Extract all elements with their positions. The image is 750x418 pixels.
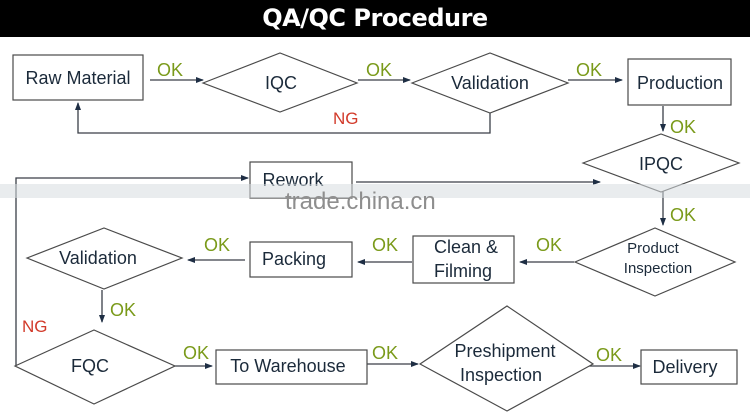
node-preshipment-label-2: Inspection — [460, 365, 542, 385]
edge-fqc-ng-to-rework — [15, 175, 249, 366]
node-preshipment-label-1: Preshipment — [454, 341, 555, 361]
node-clean-filming-label-1: Clean & — [434, 237, 498, 257]
node-iqc-label: IQC — [265, 73, 297, 93]
label-ok-raw-iqc: OK — [157, 60, 183, 80]
node-validation-2 — [25, 227, 184, 290]
node-validation-2-label: Validation — [59, 248, 137, 268]
node-iqc — [201, 52, 359, 113]
watermark-text: trade.china.cn — [285, 188, 436, 215]
label-ok-inspection-clean: OK — [536, 235, 562, 255]
node-delivery-label: Delivery — [652, 357, 717, 377]
node-product-inspection-label-1: Product — [627, 240, 680, 257]
node-fqc — [13, 329, 177, 405]
node-fqc-label: FQC — [71, 356, 109, 376]
page-title: QA/QC Procedure — [262, 4, 488, 32]
label-ok-ipqc-inspection: OK — [670, 205, 696, 225]
node-validation-1-label: Validation — [451, 73, 529, 93]
node-production-label: Production — [637, 73, 723, 93]
node-raw-material-label: Raw Material — [25, 68, 130, 88]
node-ipqc-label: IPQC — [639, 154, 683, 174]
node-clean-filming-label-2: Filming — [434, 261, 492, 281]
label-ok-iqc-validation: OK — [366, 60, 392, 80]
node-clean-filming — [412, 235, 515, 284]
watermark-band — [0, 184, 750, 198]
label-ok-validation-fqc: OK — [110, 300, 136, 320]
label-ok-preshipment-delivery: OK — [596, 345, 622, 365]
label-ok-production-ipqc: OK — [670, 117, 696, 137]
label-ok-clean-packing: OK — [372, 235, 398, 255]
label-ok-fqc-warehouse: OK — [183, 343, 209, 363]
node-to-warehouse — [215, 349, 368, 385]
node-packing-label: Packing — [262, 249, 326, 269]
node-delivery — [640, 349, 738, 385]
label-ok-packing-validation: OK — [204, 235, 230, 255]
node-to-warehouse-label: To Warehouse — [230, 356, 345, 376]
edge-validation-ng-to-raw — [75, 102, 491, 134]
node-preshipment-inspection — [418, 305, 595, 412]
node-validation-1 — [410, 52, 570, 114]
node-raw-material — [12, 54, 144, 101]
label-ng-validation: NG — [333, 109, 359, 128]
node-packing — [249, 241, 353, 278]
node-ipqc — [581, 133, 741, 193]
label-ok-warehouse-preshipment: OK — [372, 343, 398, 363]
node-product-inspection — [573, 227, 737, 297]
label-ng-fqc: NG — [22, 317, 48, 336]
node-production — [627, 58, 732, 106]
label-ok-validation-production: OK — [576, 60, 602, 80]
title-bar: QA/QC Procedure — [0, 0, 750, 37]
node-product-inspection-label-2: Inspection — [624, 260, 692, 277]
